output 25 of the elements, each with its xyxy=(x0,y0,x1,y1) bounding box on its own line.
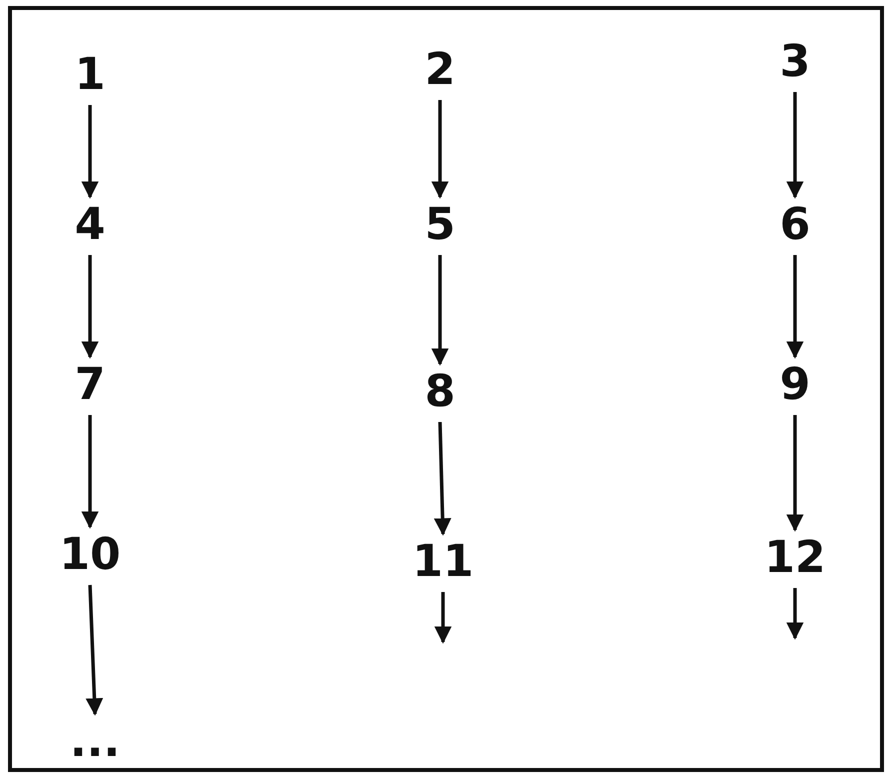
step-label: 5 xyxy=(424,201,456,249)
step-label: 9 xyxy=(780,361,810,409)
step-label: 8 xyxy=(424,368,456,416)
arrow xyxy=(434,422,452,536)
step-label: 7 xyxy=(74,361,106,409)
arrow xyxy=(81,255,99,359)
step-label: 4 xyxy=(74,201,106,249)
arrow xyxy=(434,592,452,644)
step-label: 2 xyxy=(424,46,456,94)
arrow xyxy=(786,92,804,199)
step-label: 12 xyxy=(764,534,826,582)
arrow xyxy=(786,255,804,359)
step-label: 3 xyxy=(780,38,810,86)
step-label: 6 xyxy=(780,201,810,249)
step-label: ... xyxy=(70,718,120,766)
arrow xyxy=(86,584,104,716)
arrow xyxy=(81,105,99,199)
arrow xyxy=(431,100,449,199)
step-label: 1 xyxy=(74,51,106,99)
arrow xyxy=(786,415,804,532)
arrow xyxy=(786,588,804,640)
step-label: 11 xyxy=(412,538,474,586)
arrow xyxy=(81,415,99,529)
step-label: 10 xyxy=(59,531,121,579)
arrow xyxy=(431,255,449,366)
